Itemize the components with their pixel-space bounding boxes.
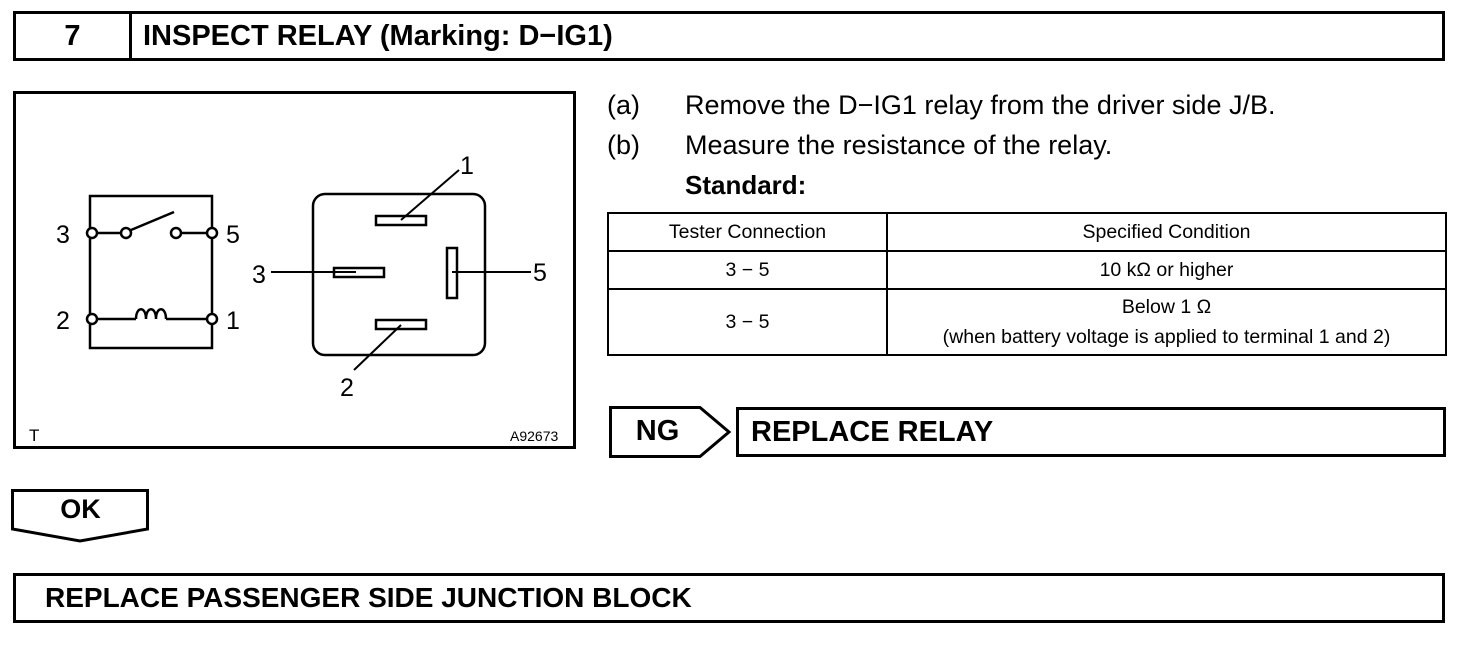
schematic-terminal-1: [205, 312, 219, 326]
step-title: INSPECT RELAY (Marking: D−IG1): [143, 19, 613, 52]
table-cell-connection: 3 − 5: [607, 288, 888, 356]
connector-outline: [311, 192, 487, 357]
condition-text: Below 1 Ω: [1121, 296, 1212, 318]
condition-note: (when battery voltage is applied to term…: [942, 326, 1391, 348]
schematic-pin-label: 1: [226, 307, 240, 335]
connector-leader-lines: [271, 169, 531, 371]
table-cell-condition: Below 1 Ω (when battery voltage is appli…: [886, 288, 1447, 356]
table-cell-connection: 3 − 5: [607, 250, 888, 290]
relay-switch-symbol: [85, 210, 219, 240]
table-header-cell: Tester Connection: [607, 212, 888, 252]
instruction-text: Remove the D−IG1 relay from the driver s…: [685, 90, 1276, 120]
relay-coil-symbol: [97, 308, 207, 321]
connector-pin-label: 5: [533, 259, 547, 287]
instruction-label: (b): [607, 130, 640, 160]
connector-terminal-2: [374, 318, 428, 331]
table-row: 3 − 5 10 kΩ or higher: [607, 250, 1447, 290]
schematic-outline: [88, 194, 214, 350]
ok-label: OK: [60, 493, 101, 524]
ng-result-box: REPLACE RELAY: [736, 407, 1446, 457]
spec-table: Tester Connection Specified Condition 3 …: [607, 212, 1447, 356]
relay-schematic: [88, 194, 214, 350]
table-row: 3 − 5 Below 1 Ω (when battery voltage is…: [607, 288, 1447, 356]
schematic-pin-label: 5: [226, 221, 240, 249]
relay-diagram-svg: 3 5 2 1 1 3 5 2 T A92673: [29, 152, 558, 445]
schematic-pin-label: 3: [56, 221, 70, 249]
instruction-text: Measure the resistance of the relay.: [685, 130, 1113, 160]
ng-label: NG: [635, 414, 680, 447]
step-header: 7 INSPECT RELAY (Marking: D−IG1): [13, 11, 1445, 61]
schematic-terminal-5: [205, 226, 219, 240]
table-header-row: Tester Connection Specified Condition: [607, 212, 1447, 252]
relay-diagram: 3 5 2 1 1 3 5 2 T A92673: [13, 91, 576, 449]
ok-arrow-shape: [11, 489, 149, 543]
figure-id: A92673: [510, 428, 558, 444]
ng-result-text: REPLACE RELAY: [751, 415, 994, 448]
connector-pin-label: 3: [252, 261, 266, 289]
schematic-terminal-3: [85, 226, 99, 240]
standard-label: Standard:: [685, 170, 807, 200]
table-header-cell: Specified Condition: [886, 212, 1447, 252]
connector-terminal-1: [374, 214, 428, 227]
schematic-pin-label: 2: [56, 307, 70, 335]
final-step-text: REPLACE PASSENGER SIDE JUNCTION BLOCK: [45, 582, 692, 613]
connector-pin-label: 1: [460, 152, 474, 180]
ng-arrow-shape: [609, 406, 732, 458]
instruction-label: (a): [607, 90, 640, 120]
diagram-corner-code: T: [29, 426, 39, 445]
table-cell-condition: 10 kΩ or higher: [886, 250, 1447, 290]
final-step-box: REPLACE PASSENGER SIDE JUNCTION BLOCK: [13, 573, 1445, 623]
relay-connector: [311, 192, 487, 357]
schematic-terminal-2: [85, 312, 99, 326]
connector-pin-label: 2: [340, 374, 354, 402]
step-number: 7: [16, 14, 132, 58]
